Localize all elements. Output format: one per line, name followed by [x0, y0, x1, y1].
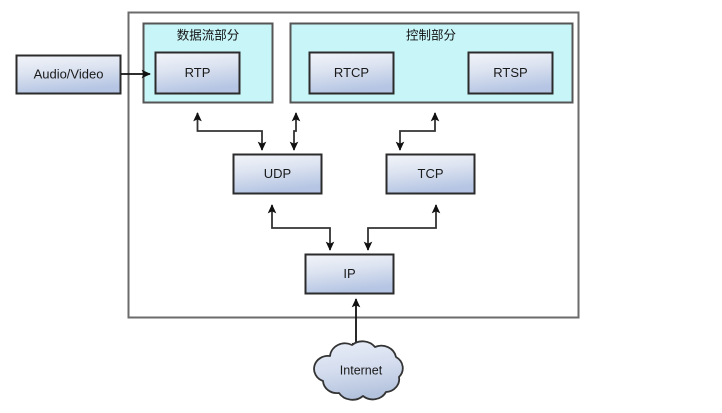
connector-rtcp-udp: [289, 112, 301, 151]
node-ip[interactable]: IP: [304, 253, 395, 295]
connector-udp-ip: [267, 204, 335, 251]
node-udp[interactable]: UDP: [232, 153, 323, 195]
node-rtcp[interactable]: RTCP: [308, 51, 395, 95]
node-audio-video[interactable]: Audio/Video: [15, 54, 122, 95]
connector-tcp-ip: [363, 204, 441, 251]
node-tcp[interactable]: TCP: [385, 153, 476, 195]
node-rtsp[interactable]: RTSP: [467, 51, 554, 95]
node-rtp[interactable]: RTP: [154, 51, 241, 95]
connector-rtp-udp: [193, 112, 267, 151]
cloud-shape: [313, 340, 404, 401]
node-internet[interactable]: Internet: [313, 340, 404, 401]
connector-rtsp-tcp: [395, 112, 440, 151]
